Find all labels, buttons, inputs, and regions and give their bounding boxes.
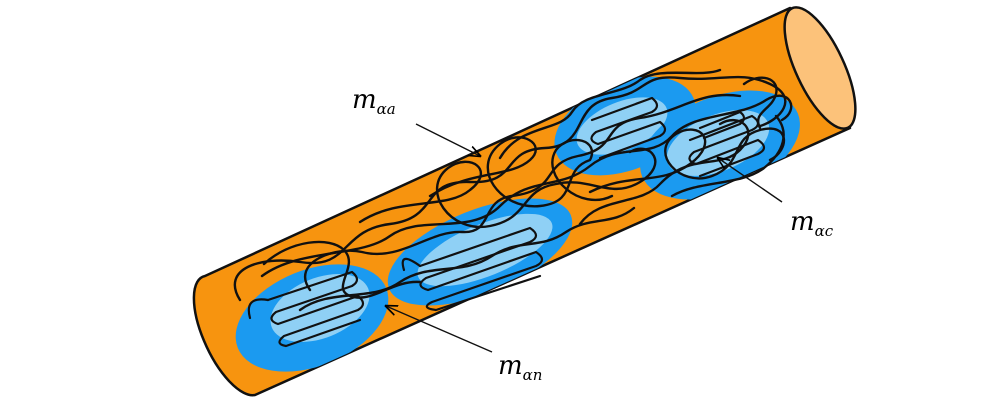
label-alpha-a: mαa [352, 85, 396, 118]
region-a-inner [576, 97, 668, 155]
regions [235, 76, 800, 372]
tube-end-cap [783, 6, 857, 130]
leader-arrows [386, 123, 783, 353]
arrow-alpha-a [415, 123, 480, 156]
arrow-alpha-n [386, 306, 493, 353]
label-alpha-c: mαc [790, 207, 834, 240]
entangled-fibers [233, 68, 793, 312]
arrow-alpha-c [718, 158, 783, 203]
label-alpha-n: mαn [498, 351, 542, 384]
